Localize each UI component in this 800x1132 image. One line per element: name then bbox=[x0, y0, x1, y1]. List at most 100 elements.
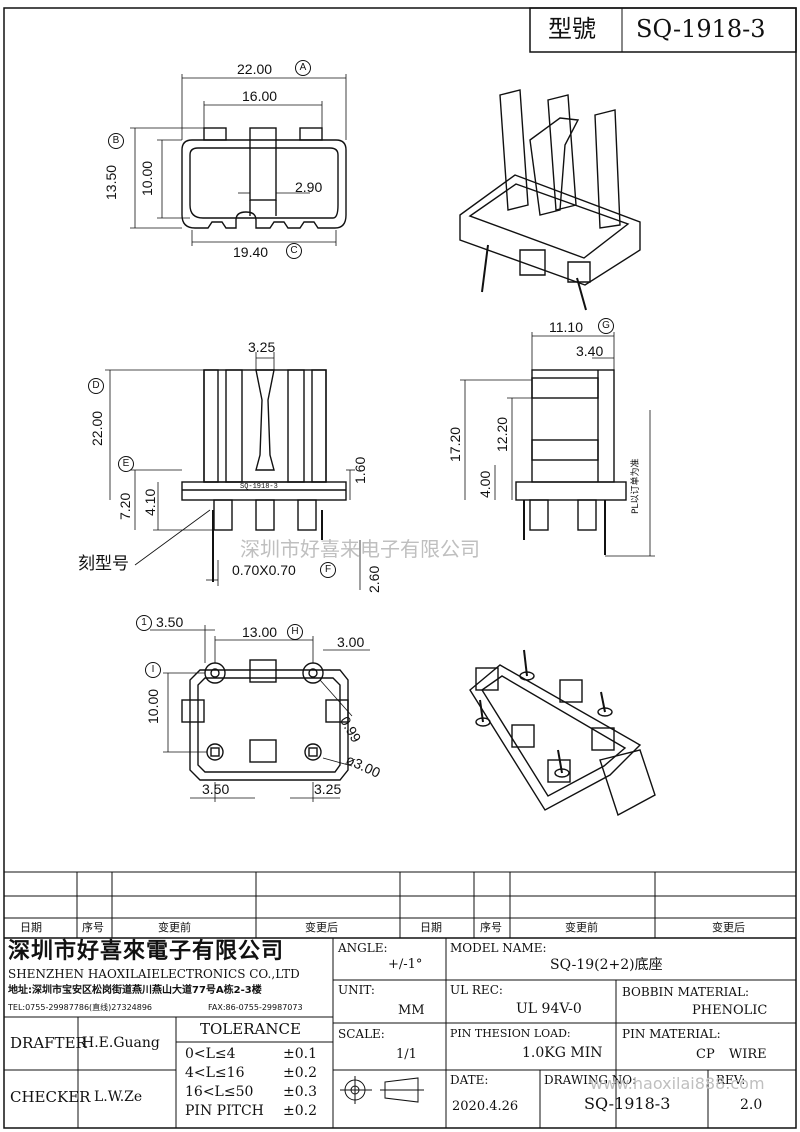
unit-label: UNIT: bbox=[338, 983, 375, 997]
rev-label: REV: bbox=[716, 1073, 746, 1087]
tol-value-4: ±0.2 bbox=[283, 1103, 317, 1119]
angle-value: +/-1° bbox=[388, 957, 423, 972]
rev-header-after-2: 变更后 bbox=[712, 921, 745, 934]
dim-bottom-3-50: 3.50 bbox=[202, 781, 230, 797]
ref-1: 1 bbox=[136, 615, 152, 631]
dim-bottom-13: 13.00 bbox=[242, 624, 278, 640]
pin-material-value: CP WIRE bbox=[696, 1047, 767, 1062]
ref-a: A bbox=[295, 60, 311, 76]
ul-rec-value: UL 94V-0 bbox=[516, 1001, 582, 1017]
dim-front-1-60: 1.60 bbox=[352, 456, 368, 484]
side-dims bbox=[460, 332, 655, 557]
tolerance-title: TOLERANCE bbox=[200, 1020, 301, 1038]
drawing-no-value: SQ-1918-3 bbox=[584, 1094, 671, 1113]
front-view bbox=[181, 369, 347, 582]
ref-b: B bbox=[108, 133, 124, 149]
dim-front-4-10: 4.10 bbox=[142, 488, 158, 516]
ref-i: I bbox=[145, 662, 161, 678]
ref-g: G bbox=[598, 318, 614, 334]
pin-material-label: PIN MATERIAL: bbox=[622, 1027, 721, 1041]
tol-range-4: PIN PITCH bbox=[185, 1103, 264, 1119]
rev-header-date-1: 日期 bbox=[20, 921, 42, 934]
drafter-label: DRAFTER bbox=[10, 1034, 87, 1052]
dim-top-2-90: 2.90 bbox=[295, 179, 323, 195]
dim-front-22: 22.00 bbox=[89, 410, 105, 446]
side-view bbox=[515, 369, 627, 555]
dim-side-12-20: 12.20 bbox=[494, 416, 510, 452]
dim-side-4-00: 4.00 bbox=[477, 470, 493, 498]
watermark: 深圳市好喜来电子有限公司 bbox=[240, 537, 480, 561]
ref-d: D bbox=[88, 378, 104, 394]
dim-front-7-20: 7.20 bbox=[117, 492, 133, 520]
rev-header-before-2: 变更前 bbox=[565, 921, 598, 934]
dim-top-19-40: 19.40 bbox=[233, 244, 269, 260]
ul-rec-label: UL REC: bbox=[450, 983, 503, 997]
engrave-text: SQ-1918-3 bbox=[240, 483, 278, 491]
ref-h: H bbox=[287, 624, 303, 640]
iso-view-2 bbox=[469, 649, 656, 817]
rev-value: 2.0 bbox=[740, 1097, 763, 1113]
title-grid bbox=[4, 938, 796, 1128]
company-fax: FAX:86-0755-29987073 bbox=[208, 1003, 303, 1012]
company-name-en: SHENZHEN HAOXILAIELECTRONICS CO.,LTD bbox=[8, 967, 300, 981]
dim-side-17-20: 17.20 bbox=[447, 426, 463, 462]
tol-value-3: ±0.3 bbox=[283, 1084, 317, 1100]
date-label: DATE: bbox=[450, 1073, 489, 1087]
ref-f: F bbox=[320, 562, 336, 578]
front-dims bbox=[105, 352, 361, 590]
dim-bottom-3-50-top: 3.50 bbox=[156, 614, 184, 630]
dim-side-3-40: 3.40 bbox=[576, 343, 604, 359]
drawing-no-label: DRAWING NO: bbox=[544, 1073, 637, 1087]
scale-value: 1/1 bbox=[396, 1047, 417, 1062]
company-name-cn: 深圳市好喜來電子有限公司 bbox=[8, 939, 285, 964]
dim-bottom-3-25: 3.25 bbox=[314, 781, 342, 797]
revision-grid bbox=[4, 871, 796, 939]
rev-header-no-2: 序号 bbox=[480, 921, 502, 934]
footer-watermark: www.haoxilai888.com bbox=[590, 1074, 765, 1093]
dim-front-pin: 0.70X0.70 bbox=[232, 562, 296, 578]
model-name-label: MODEL NAME: bbox=[450, 941, 547, 955]
model-value: SQ-1918-3 bbox=[636, 15, 766, 43]
ref-c: C bbox=[286, 243, 302, 259]
tol-range-2: 4<L≤16 bbox=[185, 1065, 245, 1081]
dim-top-13-50: 13.50 bbox=[103, 164, 119, 200]
model-name-value: SQ-19(2+2)底座 bbox=[550, 957, 663, 973]
date-value: 2020.4.26 bbox=[452, 1099, 519, 1114]
rev-header-date-2: 日期 bbox=[420, 921, 442, 934]
checker-label: CHECKER bbox=[10, 1088, 91, 1106]
tol-range-1: 0<L≤4 bbox=[185, 1046, 236, 1062]
dim-front-3-25: 3.25 bbox=[248, 339, 276, 355]
dim-bottom-10: 10.00 bbox=[145, 688, 161, 724]
scale-label: SCALE: bbox=[338, 1027, 385, 1041]
top-dims bbox=[130, 74, 347, 246]
pl-note: PL以订单为准 bbox=[631, 458, 641, 514]
top-view bbox=[181, 127, 347, 229]
dim-front-2-60: 2.60 bbox=[366, 565, 382, 593]
pin-load-label: PIN THESION LOAD: bbox=[450, 1027, 571, 1040]
rev-header-before-1: 变更前 bbox=[158, 921, 191, 934]
drafter-value: H.E.Guang bbox=[82, 1035, 160, 1051]
tol-value-1: ±0.1 bbox=[283, 1046, 317, 1062]
pin-load-value: 1.0KG MIN bbox=[522, 1045, 603, 1061]
bottom-dims bbox=[150, 625, 370, 802]
dim-side-11-10: 11.10 bbox=[549, 319, 583, 335]
dim-top-10: 10.00 bbox=[139, 160, 155, 196]
unit-value: MM bbox=[398, 1003, 425, 1018]
angle-label: ANGLE: bbox=[338, 941, 388, 955]
rev-header-after-1: 变更后 bbox=[305, 921, 338, 934]
ref-e: E bbox=[118, 456, 134, 472]
bottom-view bbox=[181, 659, 349, 781]
tol-range-3: 16<L≤50 bbox=[185, 1084, 254, 1100]
company-phone: TEL:0755-29987786(直线)27324896 bbox=[8, 1003, 153, 1012]
iso-view-1 bbox=[459, 89, 641, 311]
checker-value: L.W.Ze bbox=[94, 1089, 143, 1105]
rev-header-no-1: 序号 bbox=[82, 921, 104, 934]
dim-top-22: 22.00 bbox=[237, 61, 273, 77]
dim-bottom-3-00: 3.00 bbox=[337, 634, 365, 650]
bobbin-value: PHENOLIC bbox=[692, 1003, 768, 1018]
tol-value-2: ±0.2 bbox=[283, 1065, 317, 1081]
dim-top-16: 16.00 bbox=[242, 88, 278, 104]
bobbin-label: BOBBIN MATERIAL: bbox=[622, 985, 750, 999]
